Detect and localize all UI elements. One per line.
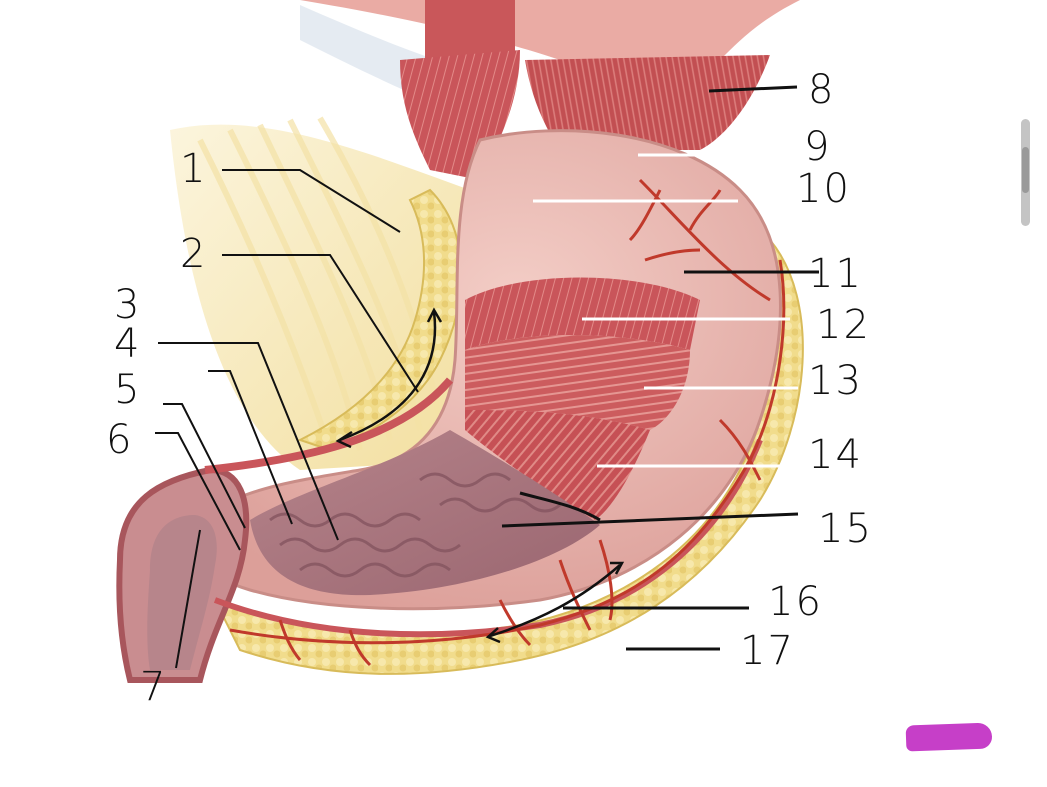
leader-8 bbox=[708, 85, 798, 93]
diaphragm-and-esophagus bbox=[300, 0, 800, 180]
label-4: 4 bbox=[114, 321, 141, 367]
blood-vessels bbox=[229, 178, 786, 667]
leader-7 bbox=[175, 529, 201, 669]
leader-3 bbox=[208, 370, 293, 525]
leader-2 bbox=[222, 254, 419, 393]
curvature-arrows bbox=[335, 307, 625, 644]
label-5: 5 bbox=[114, 367, 141, 413]
magenta-marker-stroke bbox=[905, 722, 993, 752]
label-7: 7 bbox=[140, 664, 167, 710]
label-15: 15 bbox=[818, 506, 873, 552]
label-14: 14 bbox=[808, 432, 863, 478]
label-8: 8 bbox=[808, 67, 835, 113]
label-1: 1 bbox=[180, 146, 207, 192]
label-12: 12 bbox=[816, 302, 871, 348]
label-11: 11 bbox=[808, 251, 863, 297]
label-13: 13 bbox=[808, 358, 863, 404]
label-2: 2 bbox=[180, 231, 207, 277]
leader-lines bbox=[155, 85, 819, 669]
greater-curvature-arrow bbox=[489, 564, 621, 638]
leader-1 bbox=[222, 169, 401, 233]
label-3: 3 bbox=[114, 282, 141, 328]
leader-15b bbox=[519, 491, 601, 522]
label-6: 6 bbox=[106, 417, 133, 463]
leader-4 bbox=[158, 342, 339, 541]
label-16: 16 bbox=[768, 579, 823, 625]
scrollbar-thumb[interactable] bbox=[1022, 147, 1029, 193]
number-labels: 1 2 3 4 5 6 7 8 9 10 11 12 13 14 15 16 1… bbox=[106, 67, 873, 710]
leader-6 bbox=[155, 432, 241, 551]
leader-15 bbox=[501, 512, 799, 528]
vertical-scrollbar[interactable] bbox=[1021, 119, 1030, 226]
leader-5 bbox=[163, 403, 246, 529]
lesser-curvature-arrow bbox=[339, 311, 437, 442]
label-10: 10 bbox=[796, 166, 851, 212]
stomach bbox=[116, 129, 782, 683]
label-9: 9 bbox=[804, 124, 831, 170]
label-17: 17 bbox=[740, 628, 795, 674]
